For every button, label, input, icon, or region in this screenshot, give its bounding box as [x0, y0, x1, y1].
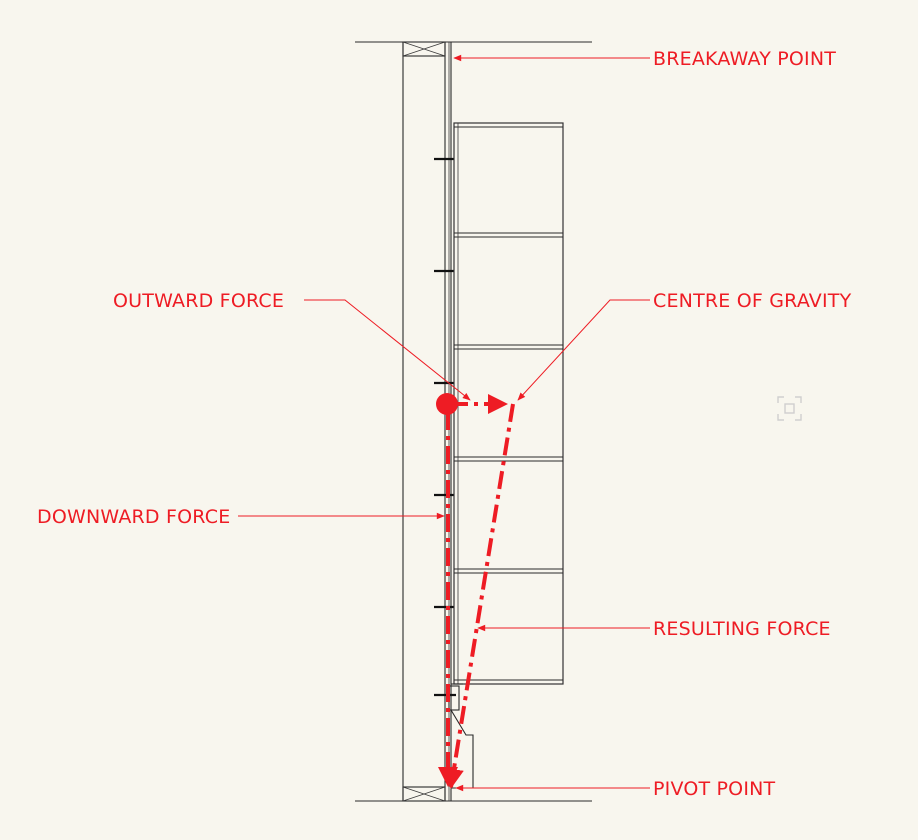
shelving-unit	[453, 122, 564, 685]
label-outward-force: OUTWARD FORCE	[113, 290, 284, 312]
label-pivot-point: PIVOT POINT	[653, 778, 776, 800]
force-vectors	[436, 393, 515, 789]
resulting-force-arrow	[444, 403, 515, 789]
wall-brackets	[434, 157, 456, 697]
label-downward-force: DOWNWARD FORCE	[37, 506, 230, 528]
annotation-leaders	[238, 54, 650, 792]
label-breakaway-point: BREAKAWAY POINT	[653, 48, 836, 70]
skirting-detail	[448, 683, 474, 789]
label-centre-of-gravity: CENTRE OF GRAVITY	[653, 290, 852, 312]
label-resulting-force: RESULTING FORCE	[653, 618, 831, 640]
wall-section	[402, 41, 452, 802]
frame-corners-icon[interactable]	[777, 396, 802, 421]
force-origin-dot	[436, 393, 458, 415]
